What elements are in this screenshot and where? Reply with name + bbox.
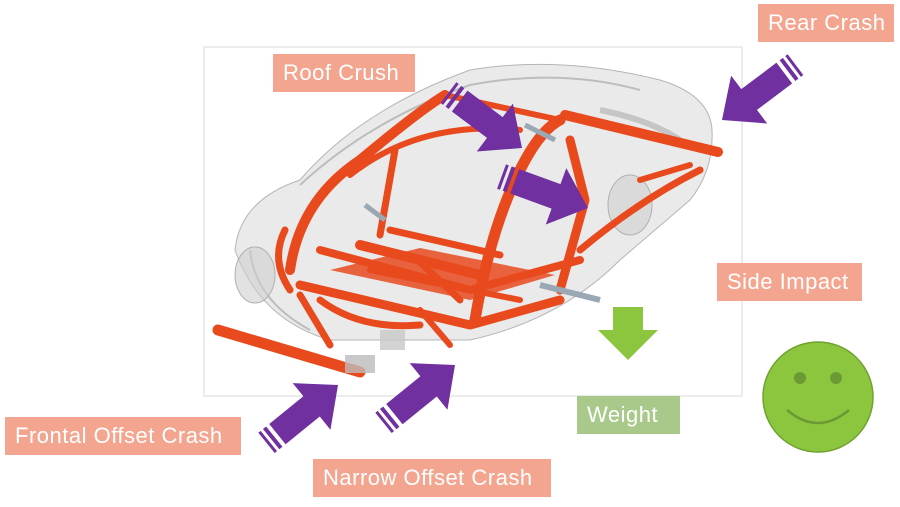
side-impact-label: Side Impact xyxy=(717,263,862,301)
rear-crash-arrow xyxy=(722,54,804,124)
narrow-offset-crash-label: Narrow Offset Crash xyxy=(313,459,551,497)
side-impact-arrow xyxy=(497,164,588,225)
rear-crash-label: Rear Crash xyxy=(758,4,894,42)
narrow-offset-crash-arrow xyxy=(375,363,455,434)
roof-crush-arrow xyxy=(440,82,522,152)
roof-crush-label: Roof Crush xyxy=(273,54,415,92)
smiley-face-icon xyxy=(762,341,874,453)
frontal-offset-crash-label: Frontal Offset Crash xyxy=(5,417,241,455)
weight-down-arrow xyxy=(598,307,658,360)
frontal-offset-crash-arrow xyxy=(258,383,338,454)
weight-label: Weight xyxy=(577,396,680,434)
